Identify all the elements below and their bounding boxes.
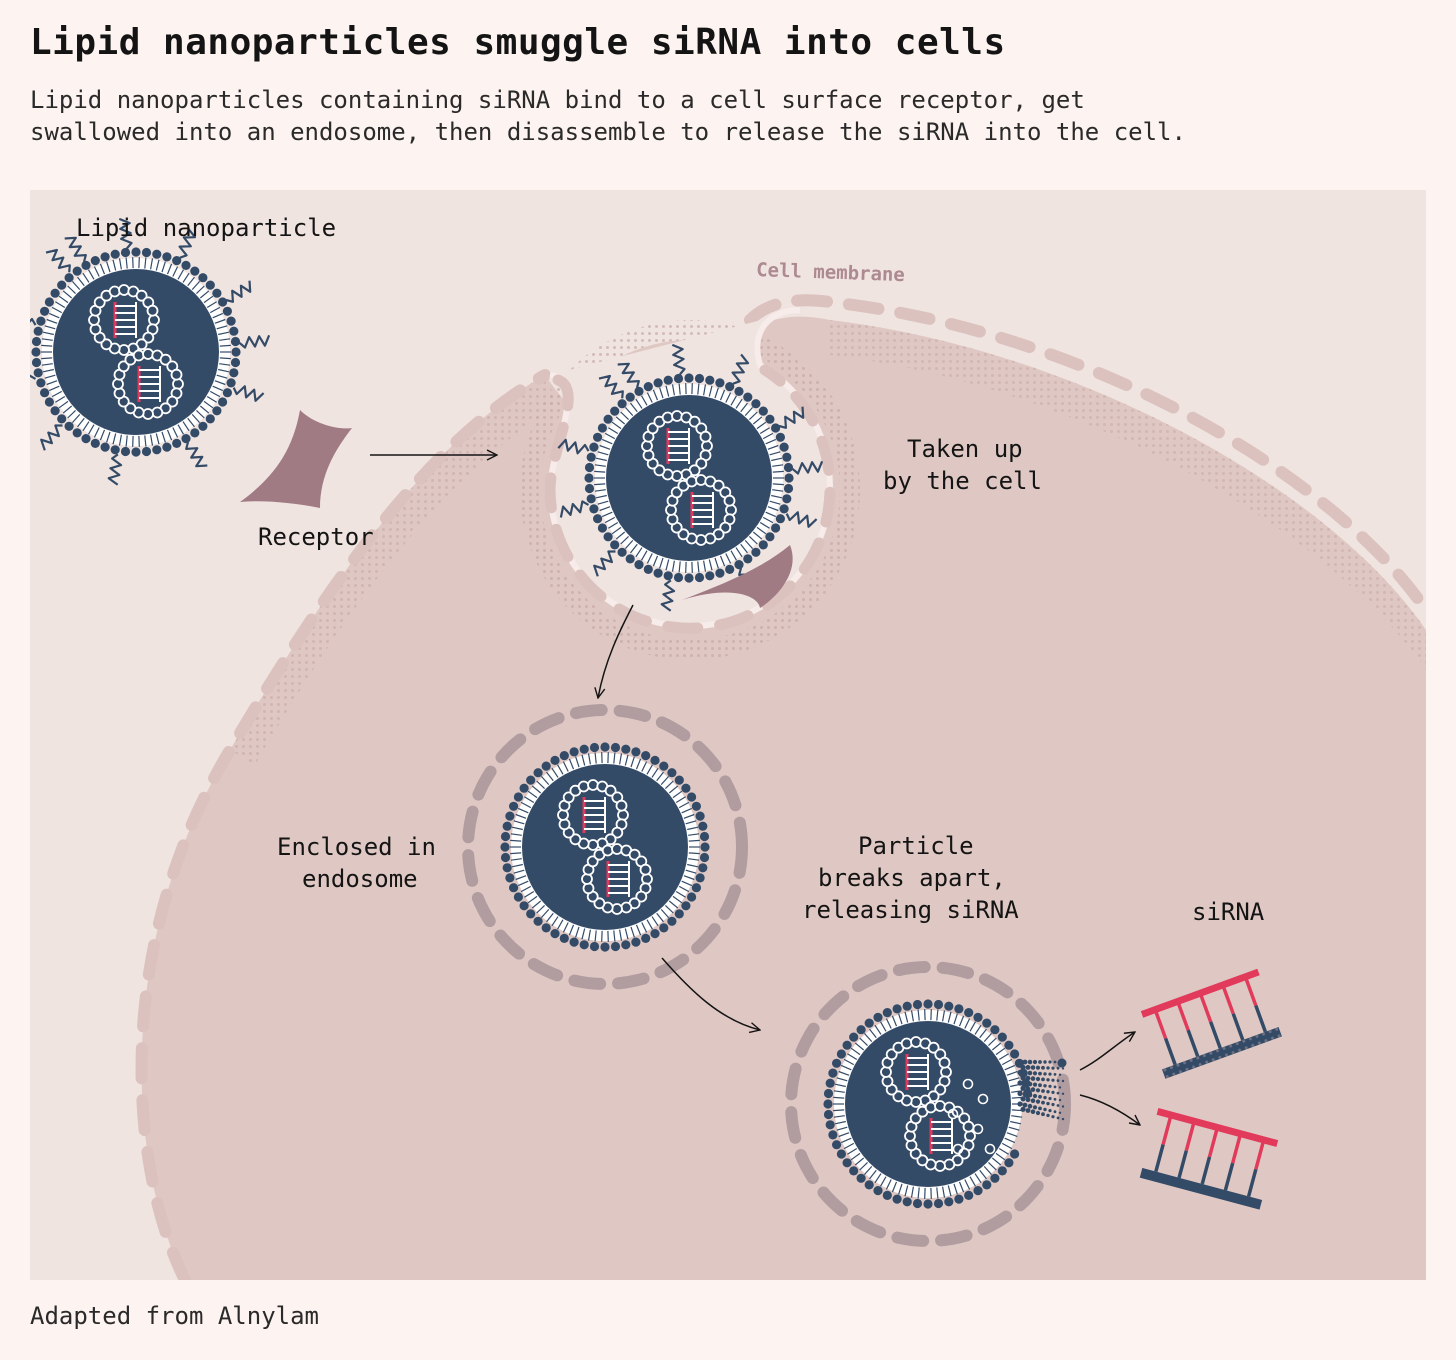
rupture-spray xyxy=(1017,1058,1067,1121)
source-note: Adapted from Alnylam xyxy=(30,1302,319,1330)
ligand-strand xyxy=(225,280,252,303)
ligand-strand xyxy=(178,227,197,259)
ligand-strand xyxy=(30,317,37,326)
lipid-debris xyxy=(977,1093,989,1105)
endosome-membrane xyxy=(785,961,1071,1247)
ligand-strand xyxy=(598,374,624,399)
subtitle-line: Lipid nanoparticles containing siRNA bin… xyxy=(30,86,1085,114)
ligand-strand xyxy=(778,406,805,429)
label-cell-membrane: Cell membrane xyxy=(756,259,905,286)
label-lipid-nanoparticle: Lipid nanoparticle xyxy=(76,214,336,242)
lipid-debris xyxy=(952,1143,964,1155)
label-enclosed-line1: Enclosed in xyxy=(277,833,436,861)
ligand-strand xyxy=(559,500,590,518)
arrow xyxy=(1079,1032,1135,1071)
sirna-vesicle xyxy=(88,284,160,356)
subtitle-line: swallowed into an endosome, then disasse… xyxy=(30,118,1186,146)
receptor-shape xyxy=(240,410,352,508)
cell-membrane xyxy=(744,294,1426,616)
lipid-nanoparticle xyxy=(557,343,824,612)
ligand-strand xyxy=(671,343,686,376)
ligand-strand xyxy=(185,441,208,468)
ligand-strand xyxy=(232,385,265,402)
ligand-strand xyxy=(107,453,123,486)
ligand-strand xyxy=(45,248,71,273)
arrow xyxy=(1079,1094,1140,1125)
lipid-nanoparticle xyxy=(30,217,271,486)
lipid-debris xyxy=(947,1108,959,1120)
label-breaks-line3: releasing siRNA xyxy=(802,896,1019,924)
endosome-membrane xyxy=(462,704,748,990)
subtitle: Lipid nanoparticles containing siRNA bin… xyxy=(30,84,1410,148)
arrow xyxy=(598,604,634,698)
sirna-vesicle xyxy=(665,474,737,546)
membrane-stipple xyxy=(830,320,1426,670)
ligand-strand xyxy=(40,424,63,451)
ligand-strand xyxy=(593,550,616,577)
ligand-strand xyxy=(64,236,87,263)
label-taken-up-line2: by the cell xyxy=(883,467,1042,495)
ligand-strand xyxy=(118,217,133,250)
label-sirna: siRNA xyxy=(1192,898,1265,926)
lipid-debris xyxy=(962,1078,974,1090)
cell-body xyxy=(141,316,1426,1280)
label-taken-up-line1: Taken up xyxy=(907,435,1023,463)
page-title: Lipid nanoparticles smuggle siRNA into c… xyxy=(30,22,1006,63)
membrane-stipple xyxy=(230,375,558,765)
ligand-strand xyxy=(238,334,271,349)
cell-membrane xyxy=(135,369,551,1280)
lipid-nanoparticle xyxy=(823,999,1033,1209)
lipid-debris xyxy=(984,1143,996,1155)
label-receptor: Receptor xyxy=(258,523,374,551)
ligand-strand xyxy=(791,460,824,475)
label-breaks-line1: Particle xyxy=(858,832,974,860)
sirna-vesicle xyxy=(581,843,653,915)
sirna-vesicle xyxy=(557,779,629,851)
ligand-strand xyxy=(617,362,640,389)
ligand-strand xyxy=(660,579,676,612)
ligand-strand xyxy=(731,353,750,385)
lipid-nanoparticle xyxy=(500,742,710,952)
label-enclosed-line2: endosome xyxy=(302,865,418,893)
lipid-debris xyxy=(972,1123,984,1135)
diagram-svg: Lipid nanoparticle Cell membrane Recepto… xyxy=(30,190,1426,1280)
ligand-strand xyxy=(785,511,818,528)
arrow xyxy=(661,957,760,1030)
sirna-molecule xyxy=(1140,968,1282,1079)
receptor-shape xyxy=(682,545,793,608)
diagram-panel: Lipid nanoparticle Cell membrane Recepto… xyxy=(30,190,1426,1280)
sirna-vesicle xyxy=(112,348,184,420)
sirna-vesicle xyxy=(641,410,713,482)
sirna-molecule xyxy=(1139,1108,1279,1210)
ligand-strand xyxy=(557,438,590,455)
label-breaks-line2: breaks apart, xyxy=(818,864,1006,892)
